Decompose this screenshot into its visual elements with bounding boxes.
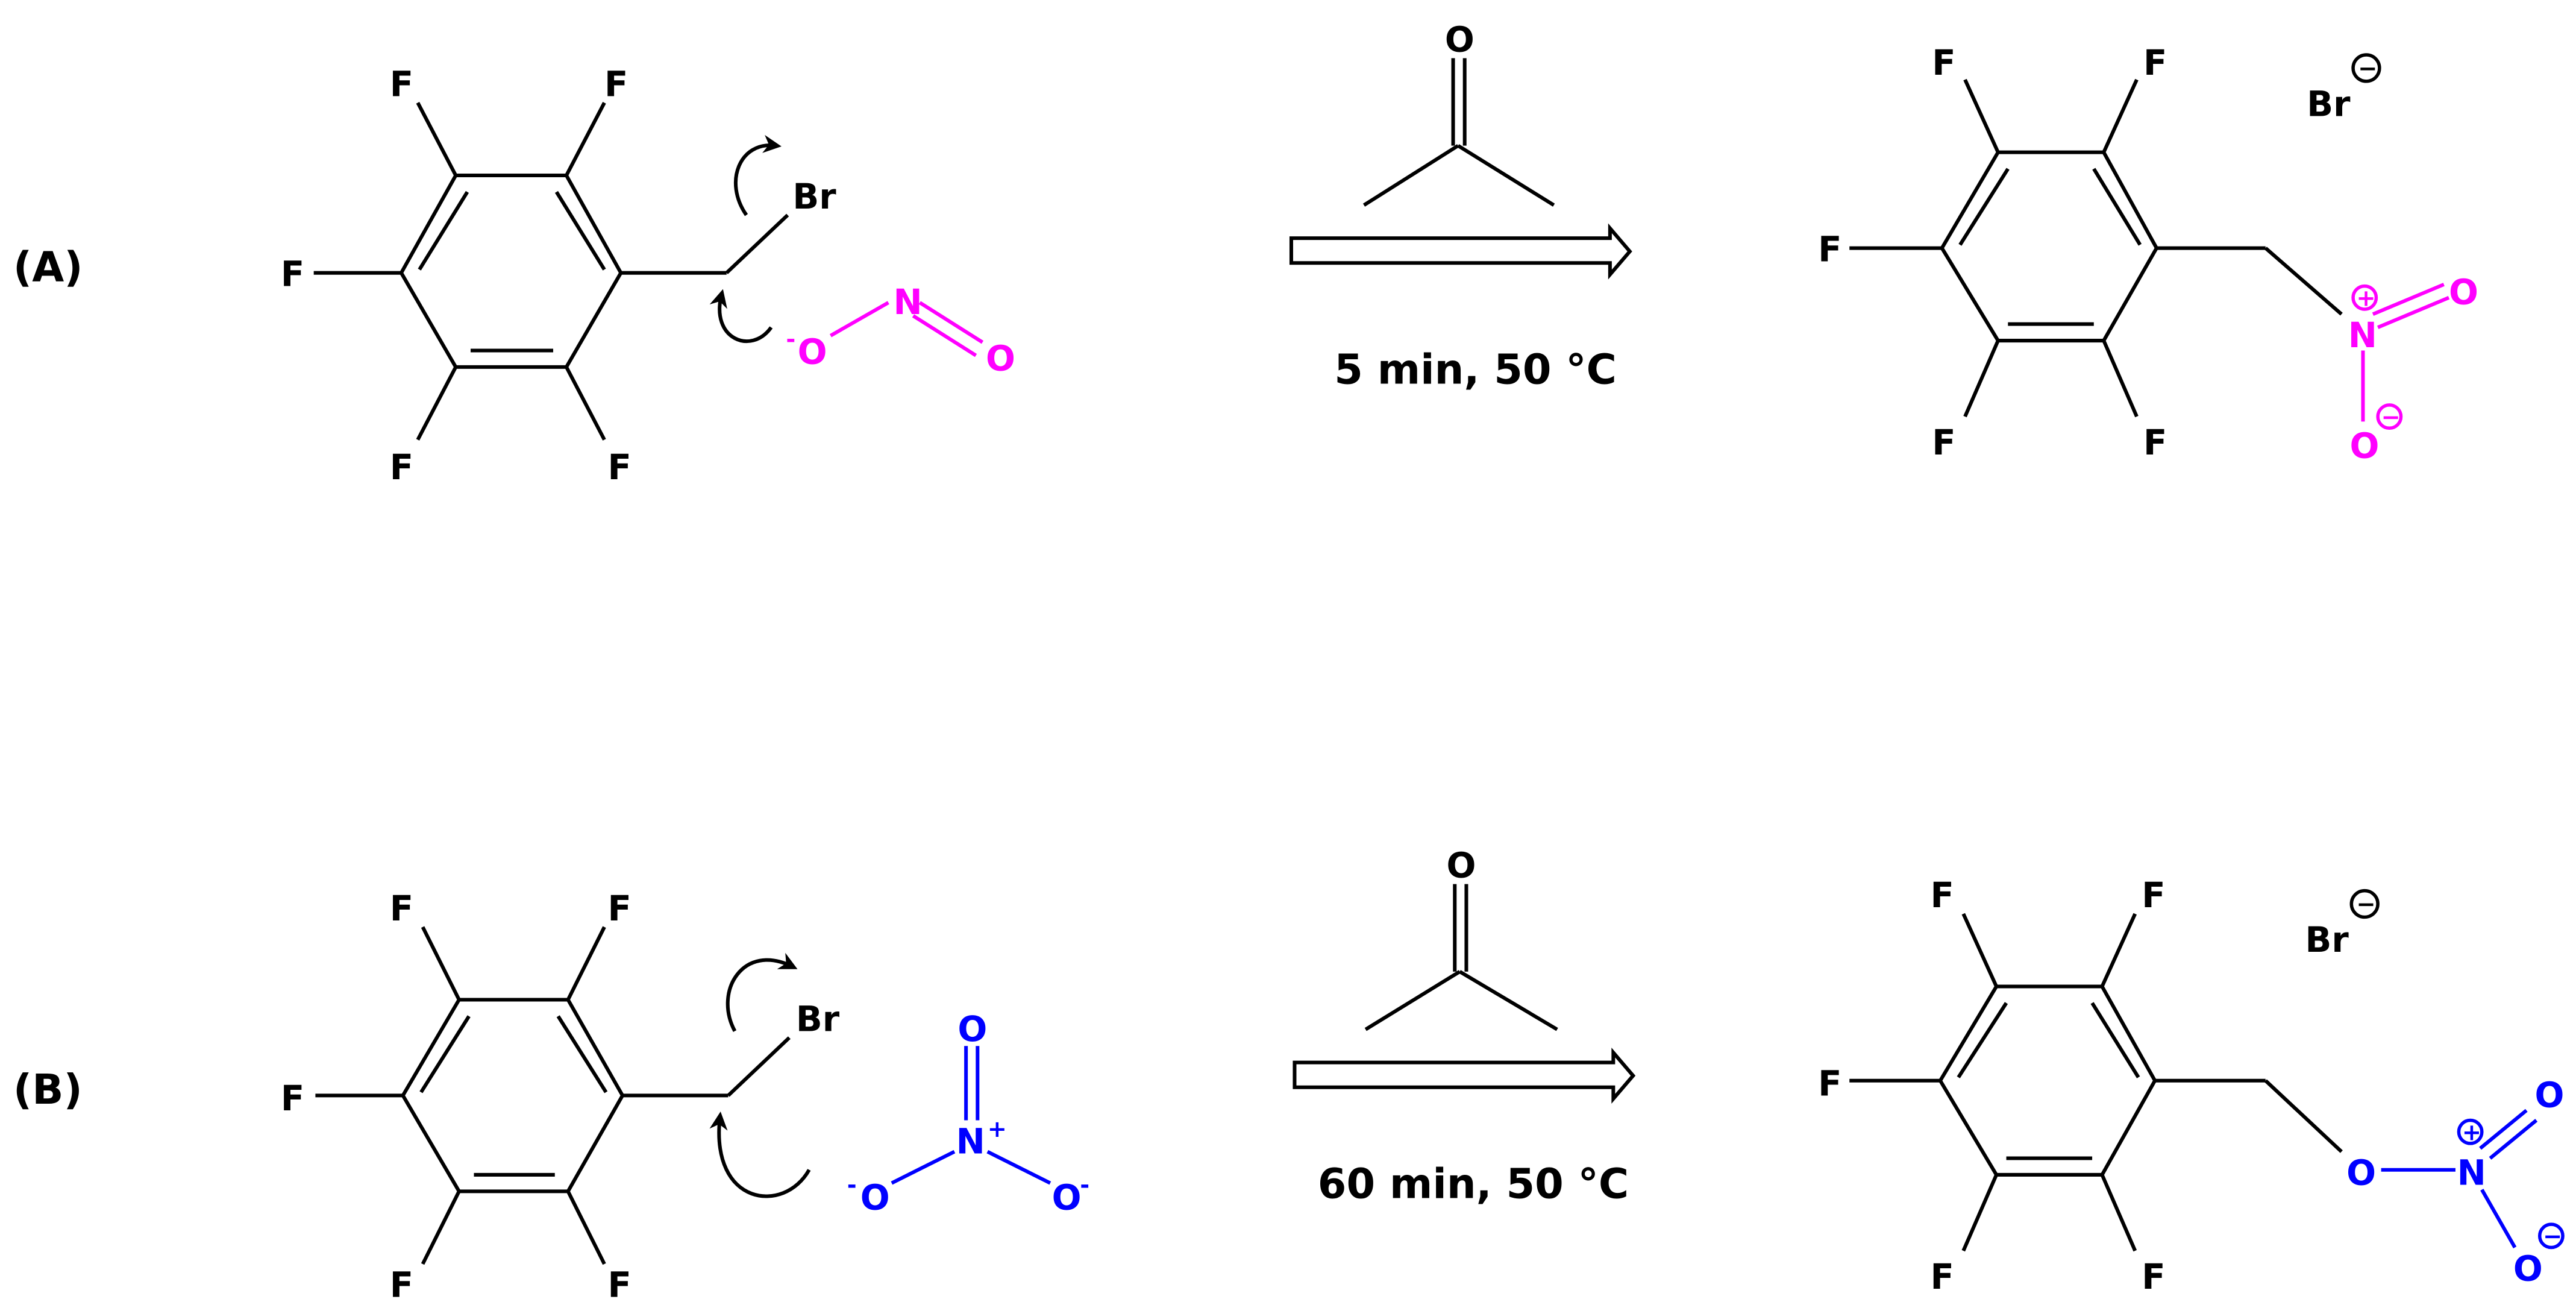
nitrate-ester-group: O N + O O − [2346, 1075, 2565, 1289]
reaction-arrow-icon [1293, 1048, 1636, 1104]
acetone-solvent: O [1364, 846, 1558, 1031]
oxygen-label: O [2350, 426, 2380, 467]
curved-arrow-attack-icon [709, 1112, 811, 1198]
nitrogen-label: N [2348, 315, 2377, 356]
fluorine-label: F [604, 64, 628, 104]
curved-arrow-attack-icon [709, 289, 773, 344]
fluorine-label: F [1931, 1257, 1954, 1297]
charge-label: + [2357, 285, 2376, 312]
oxygen-label: O [1052, 1177, 1082, 1218]
fluorine-label: F [390, 64, 413, 104]
oxygen-label: O [2346, 1153, 2376, 1193]
fluorine-label: F [1932, 43, 1955, 83]
product-a-benzene-ring [1849, 78, 2343, 418]
charge-label: + [988, 1116, 1007, 1143]
reaction-b: (B) F F F F F Br O N + [13, 846, 2565, 1299]
bromide-counterion: Br − [2305, 889, 2380, 960]
fluorine-label: F [1818, 1063, 1841, 1104]
reaction-arrow-icon [1289, 223, 1632, 280]
nitrogen-label: N [956, 1121, 985, 1162]
fluorine-label: F [2142, 875, 2165, 916]
oxygen-label: O [798, 332, 827, 372]
fluorine-label: F [2143, 43, 2167, 83]
fluorine-label: F [1932, 423, 1955, 463]
nitrite-ion: - O N O [786, 282, 1015, 379]
fluorine-label: F [1931, 875, 1954, 916]
nitro-group: N + O O − [2348, 272, 2478, 467]
charge-label: − [2543, 1223, 2562, 1250]
bromide-label: Br [2305, 920, 2349, 960]
nitrate-ion: O N + - O O - [847, 1009, 1089, 1218]
charge-label: - [786, 326, 795, 353]
reaction-a: (A) F F F F F Br [13, 19, 2478, 488]
fluorine-label: F [607, 447, 631, 488]
nitrogen-label: N [894, 282, 923, 322]
acetone-solvent: O [1362, 19, 1555, 207]
charge-label: - [847, 1172, 857, 1199]
fluorine-label: F [607, 889, 631, 929]
fluorine-label: F [281, 1078, 304, 1119]
reactant-a-benzene-ring [313, 102, 789, 441]
charge-label: − [2357, 891, 2376, 918]
reaction-conditions: 5 min, 50 °C [1334, 345, 1617, 394]
oxygen-label: O [2449, 272, 2478, 313]
fluorine-label: F [2142, 1257, 2165, 1297]
bromide-label: Br [2307, 84, 2351, 124]
charge-label: - [1080, 1172, 1089, 1199]
curved-arrow-leaving-icon [733, 134, 782, 216]
fluorine-label: F [281, 254, 304, 295]
reactant-b-benzene-ring [315, 926, 791, 1265]
oxygen-label: O [860, 1177, 890, 1218]
oxygen-label: O [2534, 1075, 2564, 1116]
reaction-conditions: 60 min, 50 °C [1318, 1160, 1629, 1208]
charge-label: + [2462, 1119, 2481, 1146]
fluorine-label: F [390, 889, 413, 929]
oxygen-label: O [1447, 846, 1476, 886]
oxygen-label: O [957, 1009, 987, 1049]
charge-label: − [2358, 55, 2377, 83]
curved-arrow-leaving-icon [725, 952, 798, 1032]
oxygen-label: O [2513, 1248, 2543, 1289]
nitrogen-label: N [2457, 1153, 2486, 1193]
charge-label: − [2381, 404, 2401, 431]
fluorine-label: F [2143, 423, 2167, 463]
bromine-label: Br [796, 999, 840, 1040]
fluorine-label: F [390, 447, 413, 488]
fluorine-label: F [1818, 230, 1841, 270]
fluorine-label: F [607, 1265, 631, 1299]
oxygen-label: O [986, 338, 1015, 379]
reaction-label-a: (A) [13, 243, 83, 291]
bromine-label: Br [792, 177, 836, 217]
fluorine-label: F [390, 1265, 413, 1299]
product-b-benzene-ring [1849, 913, 2343, 1252]
oxygen-label: O [1445, 19, 1474, 60]
reaction-label-b: (B) [13, 1066, 83, 1114]
bromide-counterion: Br − [2307, 53, 2381, 124]
